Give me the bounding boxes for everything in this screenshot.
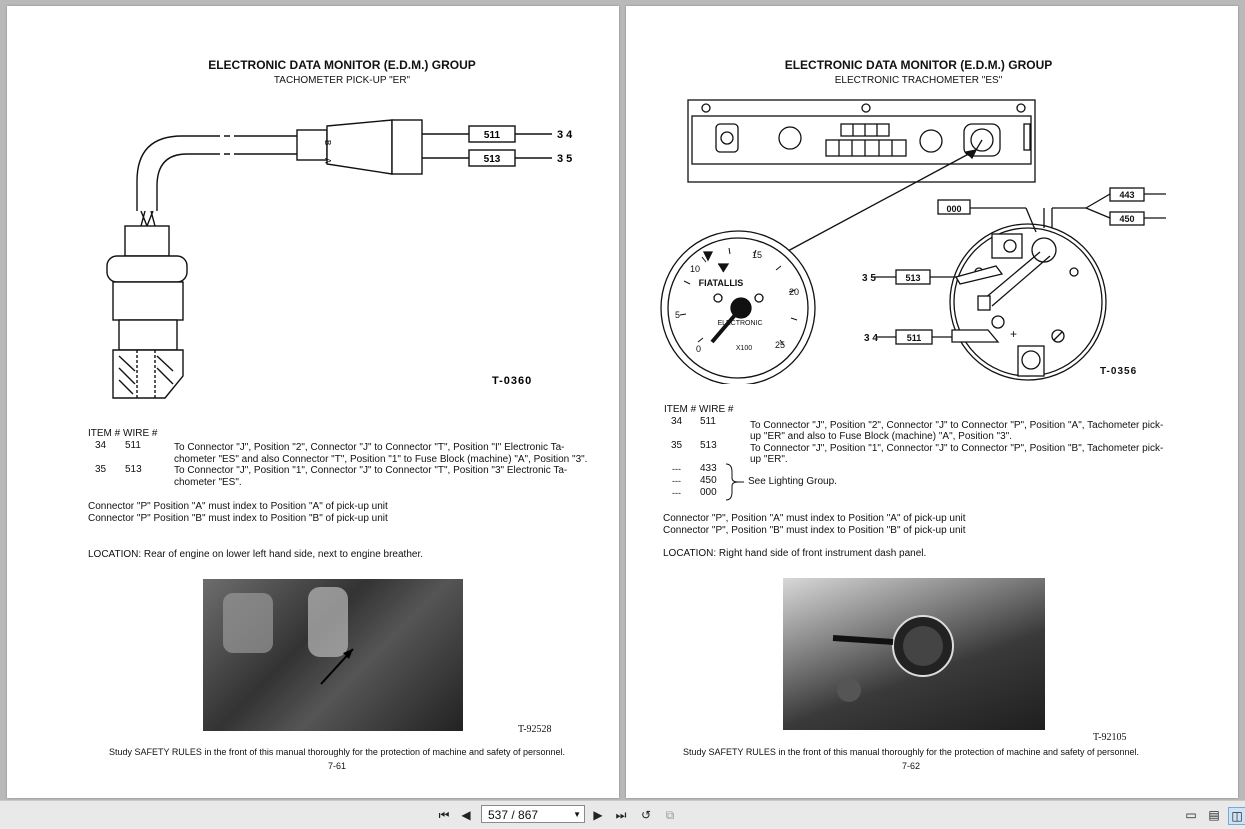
location: LOCATION: Rear of engine on lower left h…	[88, 549, 424, 560]
bracket-icon	[725, 463, 744, 501]
photo-code: T-92528	[518, 724, 552, 735]
tachometer-diagram: FIATALLIS ELECTRONIC X100 0 5 10 15 20 2…	[660, 99, 1166, 384]
wire-450-label: 450	[1119, 214, 1134, 224]
left-page-subtitle: TACHOMETER PICK-UP "ER"	[273, 75, 411, 86]
left-page: ELECTRONIC DATA MONITOR (E.D.M.) GROUP T…	[7, 6, 619, 798]
tick-label-0: 0	[696, 344, 701, 354]
note: Connector "P", Position "B" must index t…	[663, 525, 966, 536]
tick-label-20: 20	[789, 287, 799, 297]
page-number: 7-62	[901, 761, 920, 771]
pickup-diagram: B A 511 513 3 4 3 5 T-0360	[106, 119, 573, 399]
row-wire: 513	[125, 464, 142, 475]
row-wire: 511	[700, 416, 716, 427]
page-number-input[interactable]: 537 / 867 ▼	[481, 805, 585, 823]
right-page: ELECTRONIC DATA MONITOR (E.D.M.) GROUP E…	[626, 6, 1238, 798]
wire-513-label: 513	[905, 273, 920, 283]
tick-label-15: 15	[752, 250, 762, 260]
item-34-label: 3 4	[864, 333, 878, 344]
wire-511-label: 511	[907, 333, 922, 343]
tick-label-10: 10	[690, 264, 700, 274]
diagram-code: T-0356	[1100, 366, 1137, 377]
viewer-toolbar: ⏮ ◀ 537 / 867 ▼ ▶ ⏭ ↺ ⧉ ▭ ▤ ◫	[0, 800, 1245, 829]
wire-511-label: 511	[484, 130, 501, 141]
wire-513-label: 513	[484, 154, 501, 165]
wire-000-label: 000	[946, 204, 961, 214]
continuous-view-icon[interactable]: ▤	[1208, 808, 1220, 822]
plus-label: +	[1010, 327, 1017, 341]
page-number-value: 537 / 867	[488, 808, 539, 822]
row-item: ---	[672, 476, 681, 486]
wire-443-label: 443	[1119, 190, 1134, 200]
note: Connector "P" Position "A" must index to…	[88, 501, 388, 512]
prev-page-icon[interactable]: ◀	[461, 808, 471, 822]
row-item: 35	[671, 440, 683, 451]
copy-icon[interactable]: ⧉	[665, 807, 675, 822]
pin-a-label: A	[323, 158, 332, 164]
pin-b-label: B	[323, 140, 332, 145]
row-wire: 433	[700, 463, 717, 474]
table-header: ITEM # WIRE #	[664, 404, 734, 415]
safety-footer: Study SAFETY RULES in the front of this …	[682, 747, 1140, 757]
two-page-view-icon[interactable]: ◫	[1228, 807, 1245, 825]
note: Connector "P", Position "A" must index t…	[663, 513, 966, 524]
row-text: To Connector "J", Position "1", Connecto…	[174, 465, 568, 476]
safety-footer: Study SAFETY RULES in the front of this …	[108, 747, 566, 757]
row-item: 34	[671, 416, 683, 427]
item-35-label: 3 5	[557, 153, 572, 165]
row-wire: 511	[125, 440, 141, 451]
right-page-subtitle: ELECTRONIC TRACHOMETER "ES"	[834, 75, 1003, 86]
row-text: up "ER" and also to Fuse Block (machine)…	[750, 431, 1012, 442]
photo-code: T-92105	[1093, 732, 1127, 743]
row-text: up "ER".	[750, 454, 788, 465]
row-item: ---	[672, 488, 681, 498]
next-page-icon[interactable]: ▶	[593, 808, 603, 822]
right-page-title: ELECTRONIC DATA MONITOR (E.D.M.) GROUP	[784, 58, 1053, 72]
chevron-down-icon[interactable]: ▼	[573, 810, 581, 819]
row-wire: 513	[700, 440, 717, 451]
row-text: To Connector "J", Position "1", Connecto…	[750, 443, 1164, 454]
note: Connector "P" Position "B" must index to…	[88, 513, 388, 524]
gauge-brand: FIATALLIS	[699, 278, 744, 288]
row-text: chometer "ES" and also Connector "T", Po…	[174, 454, 588, 465]
single-page-view-icon[interactable]: ▭	[1185, 808, 1197, 822]
page-number: 7-61	[327, 761, 346, 771]
row-wire: 450	[700, 475, 717, 486]
item-34-label: 3 4	[557, 129, 573, 141]
rotate-icon[interactable]: ↺	[640, 808, 652, 822]
gauge-label: ELECTRONIC	[717, 320, 762, 327]
tick-label-25: 25	[775, 340, 785, 350]
row-wire: 000	[700, 487, 717, 498]
lighting-text: See Lighting Group.	[748, 476, 837, 487]
dash-photo	[783, 578, 1045, 730]
row-item: 34	[95, 440, 107, 451]
table-header: ITEM # WIRE #	[88, 428, 158, 439]
row-text: To Connector "J", Position "2", Connecto…	[750, 420, 1164, 431]
last-page-icon[interactable]: ⏭	[615, 807, 627, 822]
diagram-code: T-0360	[492, 375, 532, 387]
row-text: To Connector "J", Position "2", Connecto…	[174, 442, 565, 453]
row-item: ---	[672, 464, 681, 474]
engine-photo	[203, 579, 463, 731]
row-text: chometer "ES".	[174, 477, 242, 488]
gauge-mult: X100	[736, 345, 752, 352]
tick-label-5: 5	[675, 310, 680, 320]
item-35-label: 3 5	[862, 273, 876, 284]
row-item: 35	[95, 464, 107, 475]
left-page-title: ELECTRONIC DATA MONITOR (E.D.M.) GROUP	[208, 58, 476, 72]
first-page-icon[interactable]: ⏮	[438, 807, 450, 822]
location: LOCATION: Right hand side of front instr…	[663, 548, 927, 559]
